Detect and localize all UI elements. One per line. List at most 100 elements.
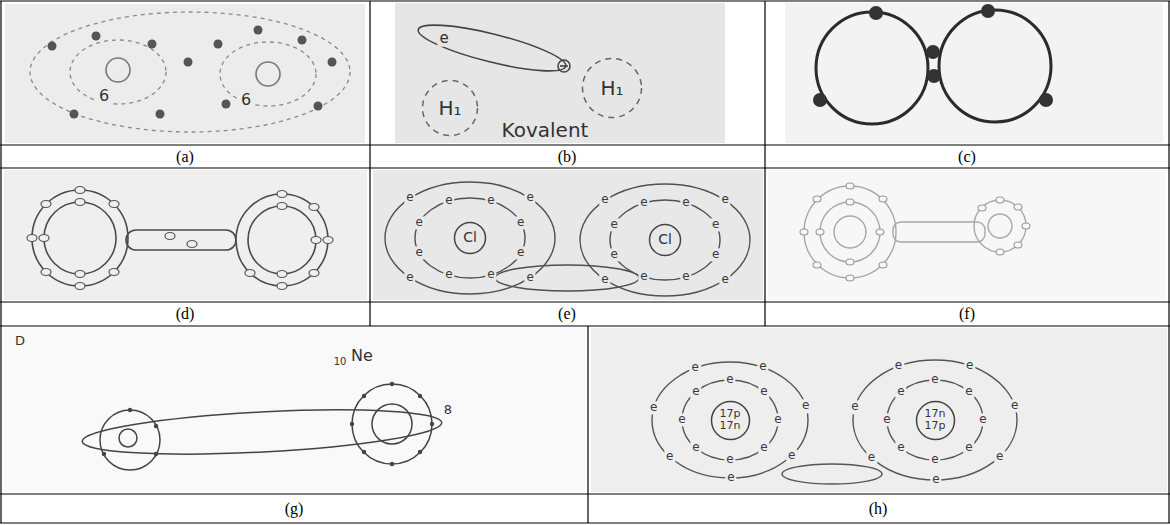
chlorine-shell-sketch <box>385 182 750 296</box>
two-ring-sketch <box>816 10 1051 124</box>
shell-model-sketch <box>323 237 333 244</box>
atom-outline <box>711 401 749 439</box>
handwritten-label: 10 <box>332 356 349 367</box>
atom-outline <box>455 223 486 254</box>
carbon-atom-sketch <box>92 32 101 41</box>
electron-mark: e <box>772 413 783 426</box>
electron-mark: e <box>413 247 424 260</box>
carbon-atom-sketch <box>30 12 350 132</box>
carbon-atom-sketch <box>328 58 337 67</box>
shell-model-sketch <box>44 202 116 274</box>
atom-outline <box>916 401 954 439</box>
panel-background <box>768 170 1166 300</box>
shell-model-sketch <box>277 283 287 290</box>
electron-mark: e <box>443 268 454 281</box>
electron-mark: e <box>895 442 906 455</box>
nucleus-circle: 17n 17p <box>915 400 956 441</box>
electron-mark: e <box>664 450 675 463</box>
panel-caption: (g) <box>283 500 306 518</box>
faint-shell-sketch <box>893 222 985 242</box>
electron-mark: e <box>599 273 610 286</box>
electron-mark: e <box>929 453 940 466</box>
table-grid <box>369 1 370 326</box>
faint-shell-sketch <box>974 200 1026 252</box>
electron-mark: e <box>413 216 424 229</box>
carbon-atom-sketch <box>254 26 263 35</box>
neon-bond-sketch <box>154 424 158 428</box>
shell-model-sketch <box>277 191 287 198</box>
shell-model-sketch <box>248 206 316 274</box>
neon-bond-sketch <box>81 382 443 470</box>
hydrogen-atom: H₁ <box>421 79 479 137</box>
carbon-atom-sketch <box>220 42 316 106</box>
neon-bond-sketch <box>390 382 394 386</box>
carbon-atom-sketch <box>70 40 166 104</box>
shell-model-sketch <box>309 270 319 277</box>
two-ring-sketch <box>981 4 995 18</box>
carbon-atom-sketch <box>314 102 323 111</box>
electron-mark: e <box>994 450 1005 463</box>
two-ring-sketch <box>869 6 883 20</box>
faint-shell-sketch <box>1014 242 1022 248</box>
electron-mark: e <box>680 270 691 283</box>
electron-mark: e <box>881 413 892 426</box>
neon-bond-sketch <box>390 462 394 466</box>
faint-shell-sketch <box>1014 204 1022 210</box>
handwritten-label: Kovalent <box>500 119 591 141</box>
neon-bond-sketch <box>362 394 366 398</box>
faint-shell-sketch <box>988 214 1012 238</box>
carbon-atom-sketch <box>256 62 280 86</box>
electron-mark: e <box>680 196 691 209</box>
neon-bond-sketch <box>102 452 106 456</box>
electron-mark: e <box>800 400 811 413</box>
electron-mark: e <box>710 249 721 262</box>
shell-model-sketch <box>32 190 128 286</box>
faint-shell-sketch <box>834 216 866 248</box>
two-ring-sketch <box>927 69 941 83</box>
electron-mark: e <box>638 196 649 209</box>
atom-symbol: Cl <box>658 232 672 247</box>
atom-symbol: H₁ <box>600 77 623 99</box>
electron-mark: e <box>757 361 768 374</box>
neon-bond-sketch <box>418 450 422 454</box>
electron-mark: e <box>893 360 904 373</box>
electron-mark: e <box>964 359 975 372</box>
electron-mark: e <box>515 216 526 229</box>
atom-symbol: 17n 17p <box>925 408 946 432</box>
panel-background <box>785 3 1163 143</box>
neon-bond-sketch <box>362 450 366 454</box>
shell-model-sketch <box>311 237 321 244</box>
atom-outline <box>423 81 478 136</box>
hydrogen-bond-sketch <box>415 16 570 80</box>
faint-shell-sketch <box>846 259 854 265</box>
panel-caption: (f) <box>957 305 977 323</box>
hydrogen-bond-sketch <box>415 16 569 80</box>
table-grid <box>1168 1 1169 523</box>
chlorine-nucleus-sketch <box>887 380 983 460</box>
faint-shell-sketch <box>846 199 854 205</box>
shell-model-sketch <box>165 233 175 240</box>
carbon-atom-sketch <box>48 42 57 51</box>
electron-mark: e <box>929 373 940 386</box>
faint-shell-sketch <box>876 229 884 235</box>
hydrogen-bond-sketch <box>558 60 570 72</box>
table-grid <box>587 326 588 523</box>
faint-shell-sketch <box>978 205 986 211</box>
shell-model-sketch <box>277 271 287 278</box>
carbon-atom-sketch <box>222 100 231 109</box>
shell-model-sketch <box>236 194 328 286</box>
electron-mark: e <box>690 361 701 374</box>
panel-background <box>395 3 725 143</box>
shell-model-sketch <box>27 235 37 242</box>
electron-mark: e <box>524 271 535 284</box>
table-grid <box>0 325 1170 326</box>
chlorine-nucleus-sketch <box>853 360 1017 480</box>
carbon-atom-sketch <box>106 58 280 86</box>
faint-shell-sketch <box>820 202 880 262</box>
chlorine-nucleus-sketch <box>682 380 778 460</box>
panel-caption: (h) <box>867 500 890 518</box>
faint-shell-sketch <box>846 275 854 281</box>
chlorine-shell-sketch <box>415 198 525 278</box>
